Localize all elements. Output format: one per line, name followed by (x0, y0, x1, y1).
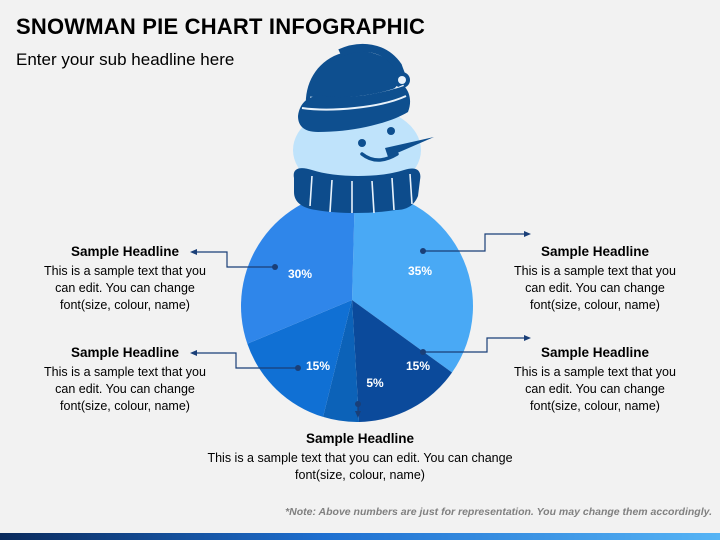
callout-top-right: Sample Headline This is a sample text th… (510, 244, 680, 314)
callout-mid-right: Sample Headline This is a sample text th… (510, 345, 680, 415)
hat (298, 43, 411, 132)
callout-headline: Sample Headline (70, 244, 180, 259)
callout-body: This is a sample text that you can edit.… (514, 264, 676, 312)
connector-mid-left (196, 352, 298, 369)
callout-headline: Sample Headline (70, 345, 180, 360)
pie-slice (240, 190, 355, 344)
footnote: *Note: Above numbers are just for repres… (285, 506, 712, 518)
pie-slice (247, 300, 352, 417)
pie-slice (352, 300, 453, 422)
callout-body: This is a sample text that you can edit.… (514, 365, 676, 413)
callout-bottom: Sample Headline This is a sample text th… (200, 431, 520, 484)
scarf-band (293, 168, 421, 213)
connector-mid-right (423, 337, 525, 353)
callout-headline: Sample Headline (305, 431, 415, 446)
callout-body: This is a sample text that you can edit.… (44, 264, 206, 312)
page-subtitle: Enter your sub headline here (16, 50, 235, 69)
pie-slice-label: 5% (366, 376, 384, 390)
pie-chart: 30% 35% 15% 5% 15% (240, 190, 474, 422)
smile (360, 152, 399, 162)
connectors (190, 231, 531, 418)
callout-headline: Sample Headline (540, 345, 650, 360)
carrot-nose (385, 137, 434, 157)
callout-headline: Sample Headline (540, 244, 650, 259)
pie-slice (323, 300, 360, 422)
pie-slice (352, 190, 474, 373)
callout-body: This is a sample text that you can edit.… (44, 365, 206, 413)
pie-slice-label: 15% (306, 359, 330, 373)
pie-slice-label: 15% (406, 359, 430, 373)
callout-top-left: Sample Headline This is a sample text th… (40, 244, 210, 314)
connector-top-left (195, 251, 275, 268)
right-eye (387, 127, 395, 135)
callout-mid-left: Sample Headline This is a sample text th… (40, 345, 210, 415)
pie-slice-label: 35% (408, 264, 432, 278)
connector-top-right (423, 233, 525, 252)
page-title: SNOWMAN PIE CHART INFOGRAPHIC (16, 14, 426, 39)
scarf (293, 168, 421, 214)
left-eye (358, 139, 366, 147)
footer-bar (0, 533, 720, 540)
callout-body: This is a sample text that you can edit.… (207, 451, 513, 482)
pie-slice-label: 30% (288, 267, 312, 281)
